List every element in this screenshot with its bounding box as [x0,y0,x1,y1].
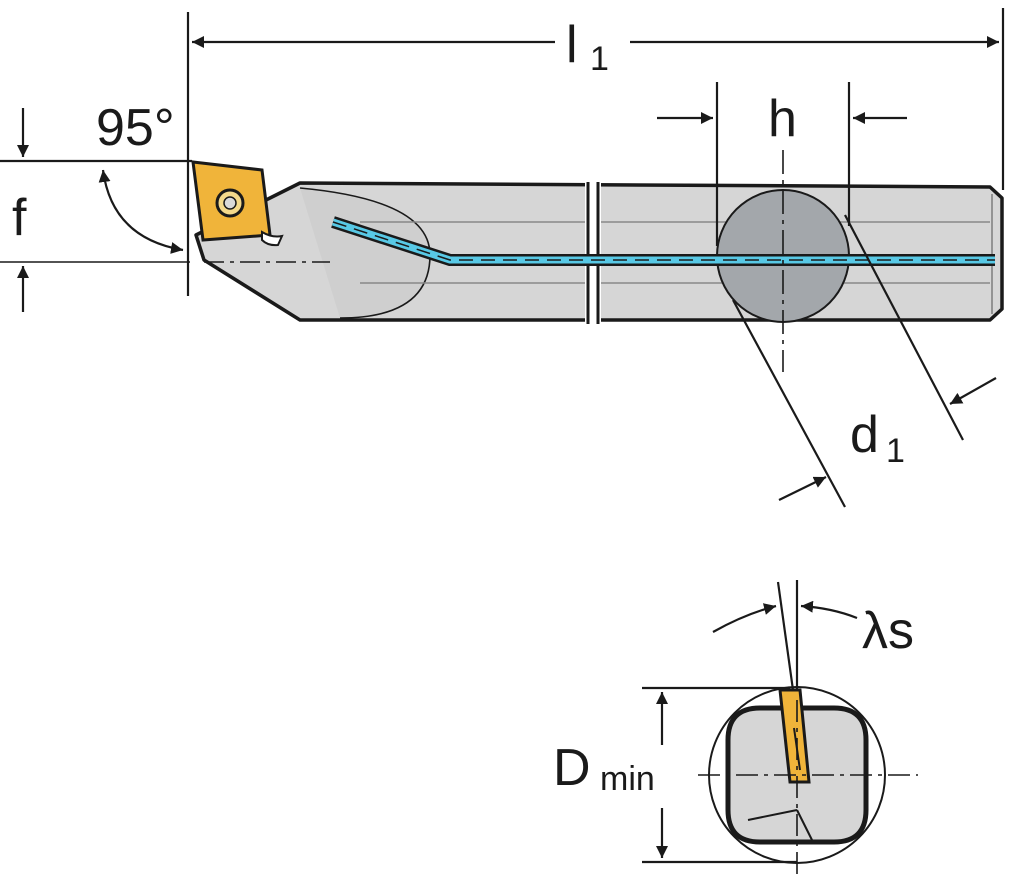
dimension-dmin [642,686,797,864]
label-d1: d [850,406,879,464]
label-dmin-subscript: min [600,760,655,798]
dimension-f [0,108,192,312]
dimension-lambda [712,580,858,691]
label-l1-subscript: 1 [590,40,609,78]
insert-icon [191,160,284,247]
label-dmin: D [553,739,591,797]
label-d1-subscript: 1 [886,432,905,470]
angle-arc [98,169,184,254]
label-angle: 95° [96,99,175,157]
break-symbol [585,182,601,324]
label-lambda: λs [862,602,914,660]
label-l1: l [566,16,578,74]
label-h: h [768,90,797,148]
label-f: f [12,189,27,247]
end-view [698,686,918,876]
coolant-channel [331,216,995,266]
dimension-h [657,82,907,246]
centre-lines [0,150,784,372]
dimension-d1 [732,214,997,508]
dimension-l1 [186,8,1005,296]
